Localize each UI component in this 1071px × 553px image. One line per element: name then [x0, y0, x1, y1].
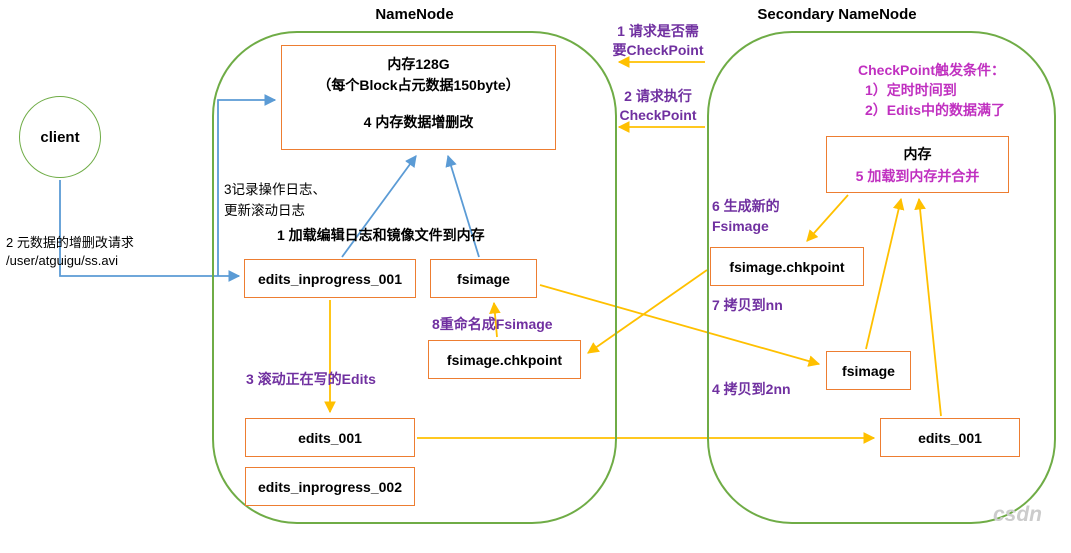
record-log-line1: 3记录操作日志、 [224, 182, 327, 197]
record-log-note: 3记录操作日志、 更新滚动日志 [224, 179, 326, 221]
record-log-line2: 更新滚动日志 [224, 203, 305, 218]
roll-edits-note: 3 滚动正在写的Edits [246, 371, 376, 387]
client-node: client [19, 96, 101, 178]
memory-crud-note: 4 内存数据增删改 [363, 114, 474, 130]
csdn-watermark: csdn [993, 503, 1043, 526]
exec-checkpoint-line1: 2 请求执行 [624, 88, 692, 104]
load-to-memory-note: 1 加载编辑日志和镜像文件到内存 [277, 227, 485, 243]
client-request-note: 2 元数据的增删改请求 /user/atguigu/ss.avi [6, 234, 134, 270]
ask-checkpoint-line2: 要CheckPoint [612, 42, 704, 58]
namenode-edits-001-box: edits_001 [245, 418, 415, 457]
secondary-memory-label: 内存 [903, 145, 932, 162]
memory-block-note: （每个Block占元数据150byte） [317, 77, 520, 93]
namenode-fsimage-chkpoint-box: fsimage.chkpoint [428, 340, 581, 379]
secondary-fsimage-chkpoint-box: fsimage.chkpoint [710, 247, 864, 286]
namenode-memory-box: 内存128G （每个Block占元数据150byte） 4 内存数据增删改 [281, 45, 556, 150]
checkpoint-trigger-conditions: CheckPoint触发条件： 1）定时时间到 2）Edits中的数据满了 [858, 60, 1005, 120]
namenode-container [212, 31, 617, 524]
namenode-title: NameNode [375, 6, 454, 23]
secondary-namenode-container [707, 31, 1056, 524]
trigger-title: CheckPoint触发条件： [858, 62, 1006, 78]
generate-fsimage-line1: 6 生成新的 [712, 198, 780, 214]
generate-fsimage-line2: Fsimage [712, 218, 769, 234]
trigger-condition-2: 2）Edits中的数据满了 [865, 102, 1006, 118]
copy-to-nn-note: 7 拷贝到nn [712, 297, 783, 313]
exec-checkpoint-message: 2 请求执行 CheckPoint [606, 87, 710, 125]
trigger-condition-1: 1）定时时间到 [865, 82, 957, 98]
ask-checkpoint-message: 1 请求是否需 要CheckPoint [603, 22, 713, 60]
client-label: client [40, 128, 80, 146]
client-request-line2: /user/atguigu/ss.avi [6, 253, 119, 268]
rename-fsimage-note: 8重命名成Fsimage [432, 316, 553, 332]
edits-inprogress-001-box: edits_inprogress_001 [244, 259, 416, 298]
copy-to-2nn-note: 4 拷贝到2nn [712, 381, 791, 397]
secondary-edits-001-box: edits_001 [880, 418, 1020, 457]
secondary-namenode-title: Secondary NameNode [757, 6, 917, 23]
secondary-memory-box: 内存 5 加载到内存并合并 [826, 136, 1009, 193]
exec-checkpoint-line2: CheckPoint [619, 107, 697, 123]
ask-checkpoint-line1: 1 请求是否需 [617, 23, 699, 39]
generate-fsimage-note: 6 生成新的 Fsimage [712, 196, 780, 236]
secondary-fsimage-box: fsimage [826, 351, 911, 390]
merge-in-memory-note: 5 加载到内存并合并 [855, 167, 980, 184]
namenode-fsimage-box: fsimage [430, 259, 537, 298]
edits-inprogress-002-box: edits_inprogress_002 [245, 467, 415, 506]
memory-size-label: 内存128G [387, 56, 450, 72]
client-request-line1: 2 元数据的增删改请求 [6, 235, 134, 250]
